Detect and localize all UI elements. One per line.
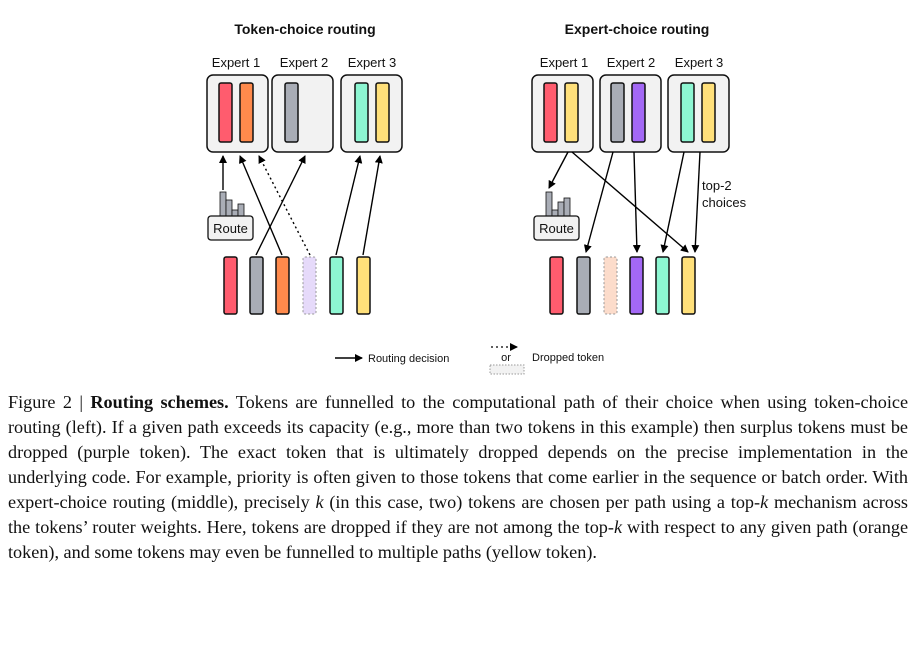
legend-dropped-token-label: Dropped token [532, 352, 604, 364]
top2-label-line2: choices [702, 195, 747, 210]
right-token-gray [576, 256, 591, 315]
right-arrow-e2-to-purple [632, 151, 641, 253]
right-e3-token-green [680, 82, 695, 143]
caption-k-2: k [760, 492, 769, 512]
left-arrow-orange-to-e1 [239, 155, 283, 256]
figure-caption: Figure 2 | Routing schemes. Tokens are f… [8, 390, 908, 565]
left-router-weights-icon [219, 191, 245, 217]
right-token-yellow [681, 256, 696, 315]
legend-dropped-token-swatch [489, 364, 525, 375]
right-e2-token-gray [610, 82, 625, 143]
left-e3-token-green [354, 82, 369, 143]
left-expert-1-box [206, 74, 269, 153]
right-token-red [549, 256, 564, 315]
right-expert-2-box [599, 74, 662, 153]
right-arrow-e1-to-yellow [571, 151, 689, 253]
right-e1-token-yellow [564, 82, 579, 143]
left-arrow-gray-to-e2 [255, 155, 306, 256]
left-token-yellow [356, 256, 371, 315]
caption-text-part1: Tokens are funnelled to the computationa… [8, 392, 909, 512]
left-expert-2-box [271, 74, 334, 153]
right-arrow-e1-to-route [548, 151, 569, 189]
right-route-box [533, 215, 580, 241]
left-e1-token-red [218, 82, 233, 143]
legend-or-label: or [501, 352, 511, 364]
left-panel-title: Token-choice routing [234, 21, 375, 37]
left-arrow-purple-dropped [258, 155, 311, 256]
right-expert-1-box [531, 74, 594, 153]
left-e1-token-orange [239, 82, 254, 143]
left-token-gray [249, 256, 264, 315]
left-expert-3-box [340, 74, 403, 153]
legend: Routing decision or Dropped token [335, 343, 604, 375]
right-expert-3-box [667, 74, 730, 153]
caption-figure-number: Figure 2 | [8, 392, 84, 412]
left-arrow-green-to-e3 [335, 155, 363, 256]
caption-text-part2: (in this case, two) tokens are chosen pe… [329, 492, 761, 512]
right-token-green [655, 256, 670, 315]
right-router-weights-icon [545, 191, 571, 217]
right-route-label: Route [539, 221, 574, 236]
right-expert-3-label: Expert 3 [675, 55, 723, 70]
right-expert-2-label: Expert 2 [607, 55, 655, 70]
caption-k-3: k [613, 517, 623, 537]
left-token-purple-dropped [302, 256, 317, 315]
left-e3-token-yellow [375, 82, 390, 143]
left-e2-token-gray [284, 82, 299, 143]
caption-text-part4: with respect to any given path (orange t… [8, 517, 909, 562]
right-e3-token-yellow [701, 82, 716, 143]
right-token-orange-dropped [603, 256, 618, 315]
top2-label-line1: top-2 [702, 178, 732, 193]
right-e2-token-purple [631, 82, 646, 143]
left-expert-3-label: Expert 3 [348, 55, 396, 70]
left-expert-2-label: Expert 2 [280, 55, 328, 70]
left-token-green [329, 256, 344, 315]
left-route-box [207, 215, 254, 241]
left-token-orange [275, 256, 290, 315]
left-expert-1-label: Expert 1 [212, 55, 260, 70]
left-route-label: Route [213, 221, 248, 236]
right-arrow-e2-to-gray [583, 151, 614, 253]
left-arrow-yellow-to-e3 [362, 155, 383, 256]
right-panel-title: Expert-choice routing [565, 21, 710, 37]
legend-routing-decision-label: Routing decision [368, 353, 449, 365]
caption-title: Routing schemes. [90, 392, 229, 412]
caption-k-1: k [315, 492, 324, 512]
routing-figure: Token-choice routing Expert 1 Expert 2 E… [206, 21, 747, 375]
right-e1-token-red [543, 82, 558, 143]
right-arrow-e3-to-green [660, 151, 685, 253]
right-token-purple [629, 256, 644, 315]
right-arrow-e3-to-yellow [691, 151, 701, 253]
right-expert-1-label: Expert 1 [540, 55, 588, 70]
caption-text-part3: mechanism across the tokens’ router weig… [8, 492, 908, 537]
left-token-red [223, 256, 238, 315]
